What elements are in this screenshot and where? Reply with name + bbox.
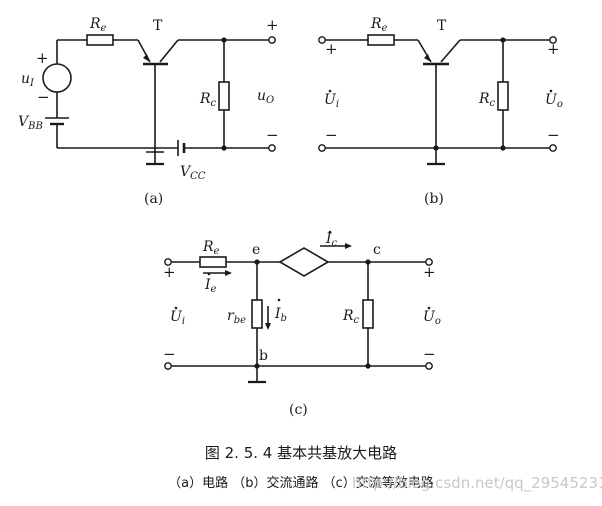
label-vbb-a: VBB: [18, 114, 43, 132]
label-in-minus-c: −: [163, 345, 176, 363]
panel-a-circuit: [42, 34, 276, 166]
resistor-rc-a: [218, 81, 230, 111]
phasor-dots: [174, 89, 553, 310]
label-source-minus-a: −: [37, 88, 50, 106]
label-ic-c: Ic: [325, 231, 338, 249]
resistor-rc-b: [497, 81, 509, 111]
label-ie-c: Ie: [204, 277, 217, 295]
terminal-out-minus-b: [549, 144, 557, 152]
terminal-out-minus-c: [425, 362, 433, 370]
resistor-rc-c: [362, 299, 374, 329]
label-re-a: Re: [89, 16, 107, 34]
label-node-b: b: [259, 348, 268, 364]
terminal-in-minus-c: [164, 362, 172, 370]
label-rc-b: Rc: [478, 91, 496, 109]
label-re-c: Re: [202, 239, 220, 257]
label-re-b: Re: [370, 16, 388, 34]
label-rc-a: Rc: [199, 91, 217, 109]
terminal-out-plus-c: [425, 258, 433, 266]
label-ib-c: Ib: [274, 306, 287, 324]
label-out-plus-c: +: [423, 263, 436, 281]
label-uo-a: uO: [257, 88, 274, 106]
resistor-rbe-c: [251, 299, 263, 329]
label-rbe-c: rbe: [227, 308, 246, 326]
label-ui-c: Ui: [170, 309, 185, 327]
figure-subtitle: （a）电路 （b）交流通路 （c）交流等效电路: [168, 476, 434, 491]
label-ui-b: Ui: [324, 92, 339, 110]
label-panel-b: (b): [424, 191, 444, 207]
label-panel-a: (a): [144, 191, 163, 207]
label-out-minus-b: −: [547, 126, 560, 144]
terminal-in-plus-c: [164, 258, 172, 266]
resistor-re-a: [86, 34, 114, 46]
label-ui-a: uI: [21, 71, 35, 89]
label-in-minus-b: −: [325, 126, 338, 144]
panel-b-circuit: [318, 34, 557, 166]
label-in-plus-c: +: [163, 263, 176, 281]
label-rc-c: Rc: [342, 308, 360, 326]
label-vcc-a: VCC: [180, 164, 206, 182]
terminal-in-plus-b: [318, 36, 326, 44]
label-panel-c: (c): [289, 402, 308, 418]
terminal-out-minus-a: [268, 144, 276, 152]
terminal-out-plus-b: [549, 36, 557, 44]
label-out-minus-c: −: [423, 345, 436, 363]
label-out-plus-a: +: [266, 16, 279, 34]
panel-a-labels: Re T Rc + − uI VBB VCC + − uO (a): [18, 16, 279, 207]
label-out-minus-a: −: [266, 126, 279, 144]
dependent-current-source: [278, 247, 330, 277]
label-out-plus-b: +: [547, 40, 560, 58]
panel-c-circuit: [164, 243, 433, 384]
label-uo-c: Uo: [423, 309, 441, 327]
panel-c-labels: Re e c b Ic Ie Ib rbe Rc + − Ui + − Uo (…: [163, 231, 441, 418]
label-transistor-a: T: [153, 18, 163, 34]
label-source-plus-a: +: [36, 49, 49, 67]
terminal-out-plus-a: [268, 36, 276, 44]
panel-b-labels: Re T Rc + − Ui + − Uo (b): [324, 16, 563, 207]
resistor-re-c: [199, 256, 227, 268]
label-node-e: e: [252, 242, 260, 258]
label-transistor-b: T: [437, 18, 447, 34]
resistor-re-b: [367, 34, 395, 46]
label-uo-b: Uo: [545, 92, 563, 110]
terminal-in-minus-b: [318, 144, 326, 152]
label-node-c: c: [373, 242, 381, 258]
figure-title: 图 2. 5. 4 基本共基放大电路: [204, 444, 398, 462]
label-in-plus-b: +: [325, 40, 338, 58]
watermark-text: http://blog.csdn.net/qq_29545231: [352, 474, 602, 492]
